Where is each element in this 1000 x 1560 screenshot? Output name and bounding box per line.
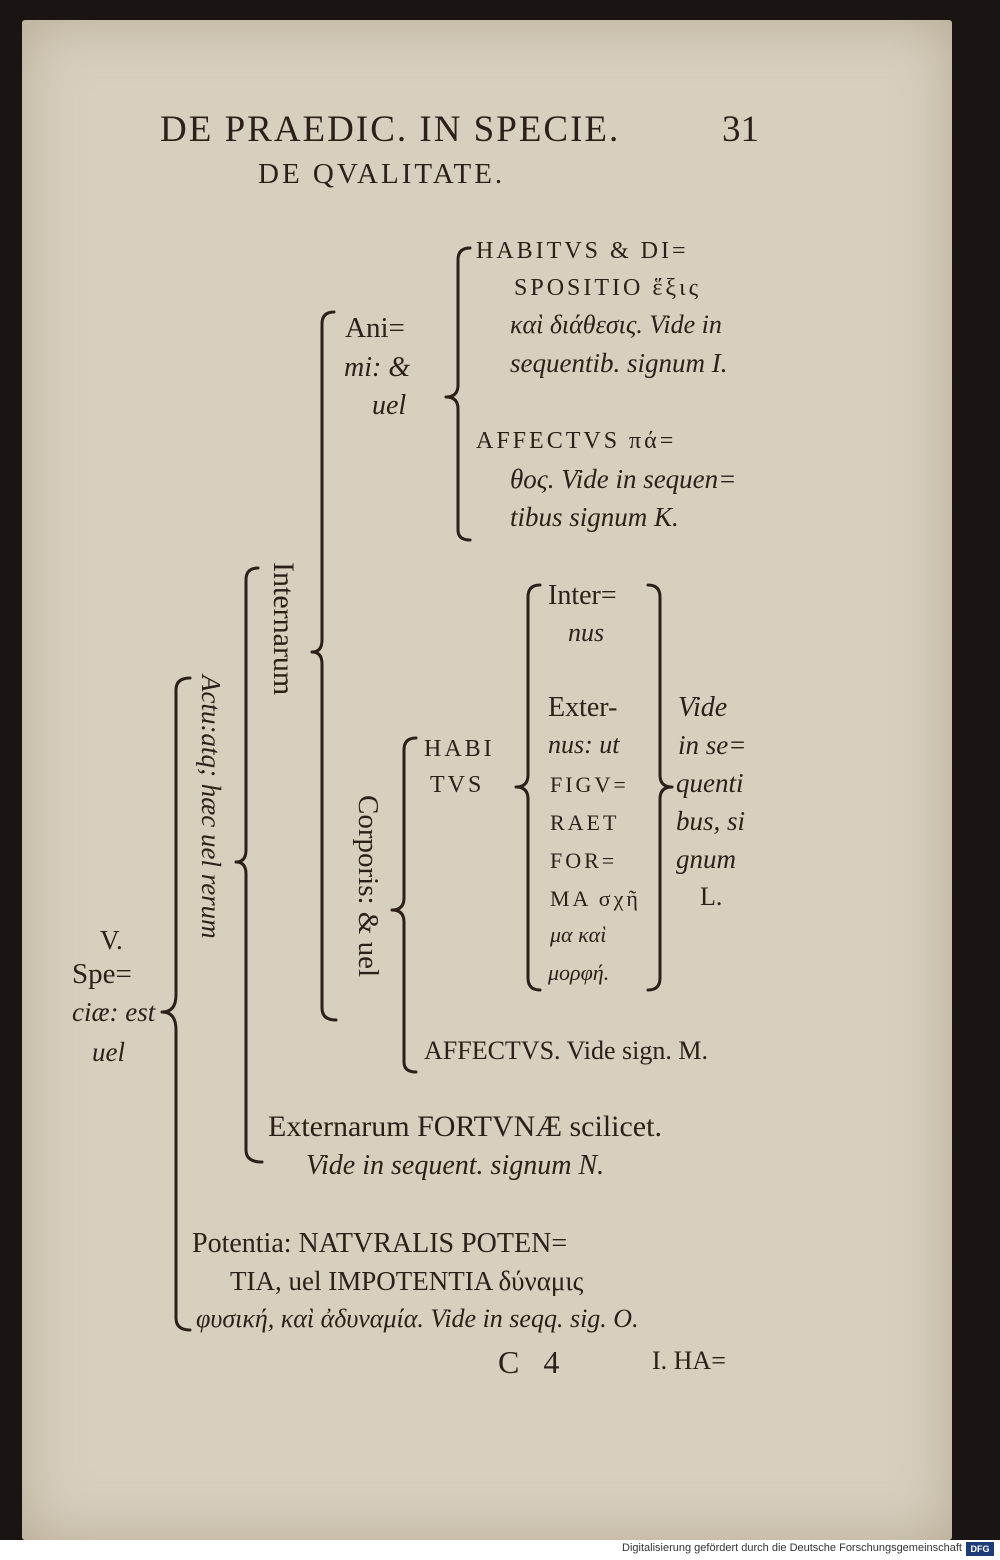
animi-line2: mi: & bbox=[344, 352, 411, 383]
root-label-line2: Spe= bbox=[72, 958, 132, 990]
externus-line8: μορφή. bbox=[548, 960, 610, 985]
externus-line6: MA σχῆ bbox=[550, 886, 641, 911]
habitus-dispositio-line1: HABITVS & DI= bbox=[476, 238, 689, 264]
affectus-animi-line1: AFFECTVS πά= bbox=[476, 428, 677, 454]
vide-L-line5: gnum bbox=[676, 844, 736, 874]
page-number: 31 bbox=[722, 109, 759, 150]
running-title: DE PRAEDIC. IN SPECIE. bbox=[160, 109, 621, 150]
catchword: I. HA= bbox=[652, 1346, 726, 1375]
habitus-corporis-line1: HABI bbox=[424, 736, 495, 762]
vide-L-line4: bus, si bbox=[676, 806, 746, 836]
externus-line7: μα καὶ bbox=[550, 922, 607, 947]
actu-label: Actu:atq; hæc uel rerum bbox=[196, 675, 226, 939]
affectus-animi-line3: tibus signum K. bbox=[510, 502, 679, 532]
potentia-line3: φυσική, καὶ ἀδυναμία. Vide in seqq. sig.… bbox=[196, 1304, 639, 1333]
habitus-dispositio-line3: καὶ διάθεσις. Vide in bbox=[510, 310, 722, 339]
section-subtitle: DE QVALITATE. bbox=[258, 158, 506, 190]
vide-L-line3: quenti bbox=[676, 768, 744, 798]
habitus-dispositio-line4: sequentib. signum I. bbox=[510, 348, 728, 378]
internarum-label: Internarum bbox=[267, 562, 300, 696]
habitus-corporis-line2: TVS bbox=[430, 772, 485, 798]
corporis-label: Corporis: & uel bbox=[352, 795, 384, 978]
root-label-line4: uel bbox=[92, 1037, 125, 1067]
footer-text: Digitalisierung gefördert durch die Deut… bbox=[622, 1542, 962, 1554]
externarum-line2: Vide in sequent. signum N. bbox=[306, 1150, 605, 1181]
externus-line5: FOR= bbox=[550, 848, 618, 873]
externus-line3: FIGV= bbox=[550, 772, 629, 797]
potentia-line2: TIA, uel IMPOTENTIA δύναμις bbox=[230, 1266, 584, 1296]
habitus-dispositio-line2: SPOSITIO ἕξις bbox=[514, 275, 702, 301]
root-label-line3: ciæ: est bbox=[72, 997, 156, 1027]
affectus-animi-line2: θος. Vide in sequen= bbox=[510, 464, 737, 494]
vide-L-line6: L. bbox=[700, 882, 723, 911]
dfg-logo-icon: DFG bbox=[966, 1542, 994, 1556]
externus-line2: nus: ut bbox=[548, 730, 620, 759]
digitization-footer: Digitalisierung gefördert durch die Deut… bbox=[0, 1540, 1000, 1560]
root-label-line1: V. bbox=[100, 925, 123, 955]
vide-L-line1: Vide bbox=[678, 692, 728, 723]
potentia-line1: Potentia: NATVRALIS POTEN= bbox=[192, 1228, 568, 1259]
externus-line1: Exter- bbox=[548, 692, 618, 723]
vide-L-line2: in se= bbox=[678, 730, 747, 760]
internus-line2: nus bbox=[568, 618, 605, 647]
animi-line3: uel bbox=[372, 390, 407, 421]
affectus-corporis: AFFECTVS. Vide sign. M. bbox=[424, 1036, 709, 1065]
animi-line1: Ani= bbox=[345, 312, 405, 344]
internus-line1: Inter= bbox=[548, 580, 617, 611]
signature-mark: C 4 bbox=[498, 1344, 568, 1380]
externus-line4: RAET bbox=[550, 810, 620, 835]
externarum-line1: Externarum FORTVNÆ scilicet. bbox=[268, 1110, 662, 1143]
